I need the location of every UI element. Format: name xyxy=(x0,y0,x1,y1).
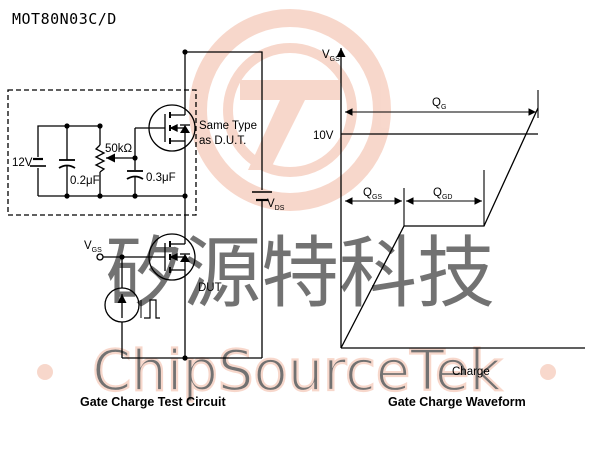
ref-device-label-line1: Same Type xyxy=(199,120,257,132)
vds-label: VDS xyxy=(267,198,285,212)
vgs-terminal xyxy=(96,253,104,261)
watermark-english-text: ChipSourceTek xyxy=(92,339,502,404)
dut-label: DUT xyxy=(198,282,222,294)
pulse-icon xyxy=(144,299,160,319)
x-axis-label: Charge xyxy=(452,366,490,378)
circuit-title: Gate Charge Test Circuit xyxy=(80,395,226,409)
vgs-label: VGS xyxy=(84,240,102,254)
test-circuit xyxy=(7,49,272,361)
level-10v-label: 10V xyxy=(313,130,334,142)
supply-label: 12V xyxy=(12,157,33,169)
potentiometer xyxy=(94,144,106,173)
cap2-label: 0.3μF xyxy=(146,172,176,184)
ref-device-label-line2: as D.U.T. xyxy=(199,135,246,147)
watermark-chinese-text: 矽源特科技 xyxy=(105,229,495,319)
wire-battery-upper xyxy=(37,125,100,157)
qg-label: QG xyxy=(432,97,446,111)
y-axis-label: VGS xyxy=(322,49,340,63)
resistor-label: 50kΩ xyxy=(105,143,133,155)
qgs-label: QGS xyxy=(363,187,382,201)
ref-mosfet-symbol xyxy=(135,104,196,152)
watermark-dot-left xyxy=(37,364,53,380)
watermark-logo xyxy=(189,9,391,211)
cap1-label: 0.2μF xyxy=(70,175,100,187)
waveform-title: Gate Charge Waveform xyxy=(388,395,526,409)
waveform-plot xyxy=(336,48,585,349)
wire-top-rail xyxy=(185,51,263,190)
gate-junction-dot xyxy=(119,254,125,260)
dashed-enclosure xyxy=(7,89,197,216)
watermark-dot-right xyxy=(540,364,556,380)
cap2-plate-bottom xyxy=(126,175,144,180)
part-number: MOT80N03C/D xyxy=(12,10,117,28)
watermark: 矽源特科技 ChipSourceTek xyxy=(37,9,556,405)
vgs-curve xyxy=(340,107,539,349)
qgd-label: QGD xyxy=(433,187,452,201)
cap1-plate-bottom xyxy=(58,164,76,169)
